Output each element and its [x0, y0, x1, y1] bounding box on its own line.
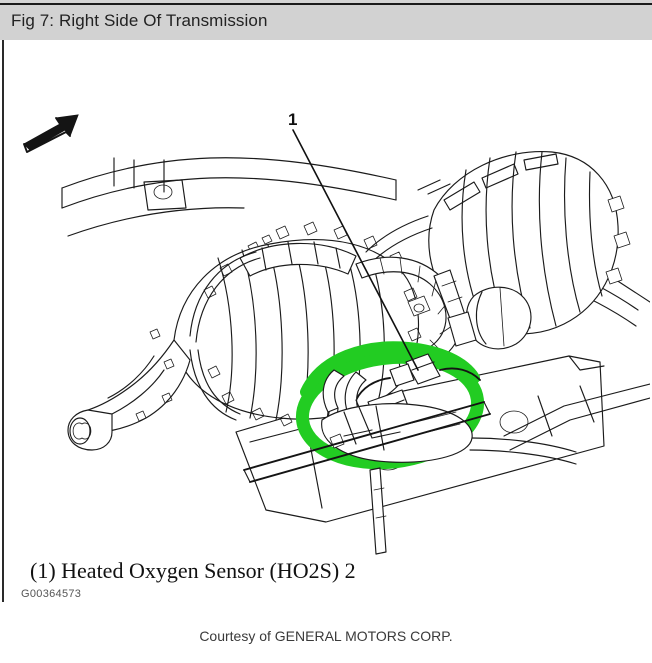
bell-housing-flange [189, 251, 293, 427]
callout-leader-1 [292, 129, 419, 371]
courtesy-footer: Courtesy of GENERAL MOTORS CORP. [199, 628, 453, 644]
vacuum-hoses [322, 369, 367, 445]
figure-title: Fig 7: Right Side Of Transmission [11, 11, 268, 30]
vehicle-frame-rails [61, 157, 397, 255]
figure-caption: (1) Heated Oxygen Sensor (HO2S) 2 [30, 558, 356, 583]
lower-crossmember [243, 401, 491, 483]
window-top-strip [0, 0, 652, 3]
callout-number-1: 1 [288, 110, 297, 129]
downpipe [433, 269, 477, 347]
front-housing [67, 328, 191, 451]
figure-frame: 1 (1) Heated Oxygen Sensor (HO2S) 2 G003… [2, 40, 650, 602]
housing-fasteners [275, 221, 422, 342]
figure-title-bar: Fig 7: Right Side Of Transmission [0, 5, 652, 40]
driveshaft [469, 437, 577, 465]
header-top-rule [0, 3, 652, 5]
figure-code: G00364573 [21, 588, 82, 600]
bell-housing-assembly [407, 150, 631, 350]
vertical-pipe [369, 467, 387, 555]
transmission-diagram: 1 [23, 110, 650, 555]
direction-arrow-icon [23, 114, 79, 153]
